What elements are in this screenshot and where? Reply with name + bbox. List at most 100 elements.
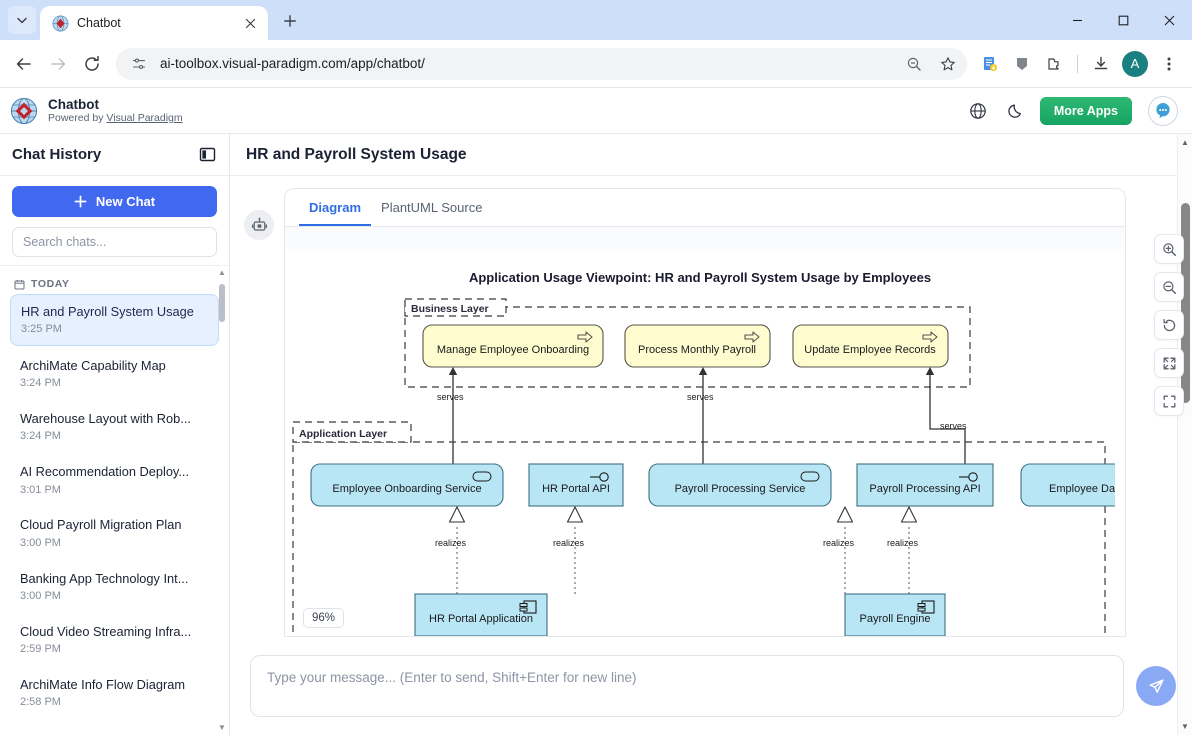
realizes-relationship: realizes xyxy=(887,506,919,594)
calendar-icon xyxy=(14,279,25,289)
chat-history-sidebar: Chat History New Chat Search chats... xyxy=(0,134,230,735)
theme-toggle-button[interactable] xyxy=(1002,97,1030,125)
downloads-icon[interactable] xyxy=(1086,49,1116,79)
zoom-in-icon xyxy=(1162,242,1176,256)
chat-item-time: 3:01 PM xyxy=(20,483,61,496)
chat-list-item[interactable]: ArchiMate Capability Map 3:24 PM xyxy=(10,349,219,399)
reset-view-button[interactable] xyxy=(1154,310,1184,340)
application-component-node[interactable]: HR Portal Application xyxy=(414,593,548,636)
chat-list-item[interactable]: HR and Payroll System Usage 3:25 PM xyxy=(10,294,219,347)
moon-dark-mode-icon xyxy=(1008,104,1021,118)
chat-bubble-avatar-icon[interactable] xyxy=(1148,95,1178,126)
business-layer-boundary xyxy=(404,306,971,388)
back-button[interactable] xyxy=(8,48,40,80)
scroll-down-arrow-icon[interactable]: ▼ xyxy=(218,723,226,732)
page-scrollbar[interactable]: ▲ ▼ xyxy=(1177,134,1192,735)
diagram-canvas[interactable]: Application Usage Viewpoint: HR and Payr… xyxy=(285,249,1125,636)
chat-list-item[interactable]: Cloud Payroll Migration Plan 3:00 PM xyxy=(10,508,219,558)
application-interface-node[interactable]: Payroll Processing API xyxy=(856,463,994,507)
reload-button[interactable] xyxy=(76,48,108,80)
business-process-node[interactable]: Update Employee Records xyxy=(792,324,949,368)
sidebar-scrollbar[interactable]: ▲ ▼ xyxy=(217,266,227,735)
language-button[interactable] xyxy=(964,97,992,125)
node-label: Employee Onboarding Service xyxy=(332,483,481,495)
diagram-viewport[interactable]: Application Usage Viewpoint: HR and Payr… xyxy=(285,227,1125,636)
fit-to-frame-button[interactable] xyxy=(1154,386,1184,416)
browser-tab-chatbot[interactable]: Chatbot xyxy=(40,6,268,40)
more-apps-button[interactable]: More Apps xyxy=(1039,96,1132,125)
application-interface-node[interactable]: HR Portal API xyxy=(528,463,624,507)
chat-list-item[interactable]: Banking App Technology Int... 3:00 PM xyxy=(10,562,219,612)
fit-frame-icon xyxy=(1163,395,1175,407)
chat-list-item[interactable]: ArchiMate Info Flow Diagram 2:58 PM xyxy=(10,668,219,718)
realizes-relationship: realizes xyxy=(823,506,855,594)
serves-relationship: serves xyxy=(925,367,967,464)
send-button[interactable] xyxy=(1136,666,1176,706)
business-process-node[interactable]: Manage Employee Onboarding xyxy=(422,324,604,368)
panel-toggle-icon[interactable] xyxy=(197,145,217,165)
save-page-icon[interactable] xyxy=(975,49,1005,79)
window-maximize-button[interactable] xyxy=(1100,0,1146,40)
archimate-diagram[interactable]: Application Usage Viewpoint: HR and Payr… xyxy=(285,249,1125,636)
application-component-node[interactable]: Payroll Engine xyxy=(844,593,946,636)
close-icon[interactable] xyxy=(240,13,260,33)
profile-avatar[interactable]: A xyxy=(1122,50,1148,77)
new-chat-button[interactable]: New Chat xyxy=(12,186,217,217)
realizes-relationship: realizes xyxy=(553,506,585,594)
business-process-node[interactable]: Process Monthly Payroll xyxy=(624,324,771,368)
message-input[interactable]: Type your message... (Enter to send, Shi… xyxy=(250,655,1124,717)
chat-item-title: Cloud Payroll Migration Plan xyxy=(20,517,182,533)
tab-search-button[interactable] xyxy=(8,6,36,34)
sidebar-header: Chat History xyxy=(0,134,229,176)
page-scroll-down-arrow-icon[interactable]: ▼ xyxy=(1181,722,1189,731)
chat-item-time: 3:00 PM xyxy=(20,536,61,549)
node-label: Employee Data Manag xyxy=(1049,483,1115,495)
tune-site-settings-icon[interactable] xyxy=(126,51,152,77)
forward-button[interactable] xyxy=(42,48,74,80)
plus-icon xyxy=(74,195,87,208)
page-scroll-up-arrow-icon[interactable]: ▲ xyxy=(1181,138,1189,147)
globe-icon xyxy=(970,102,986,119)
url-text: ai-toolbox.visual-paradigm.com/app/chatb… xyxy=(160,56,425,71)
three-dot-menu-icon[interactable] xyxy=(1154,49,1184,79)
zoom-out-button[interactable] xyxy=(1154,272,1184,302)
expand-button[interactable] xyxy=(1154,348,1184,378)
application-service-node[interactable]: Payroll Processing Service xyxy=(648,463,832,507)
new-chat-label: New Chat xyxy=(95,194,156,209)
node-label: HR Portal Application xyxy=(429,613,533,625)
chat-list-item[interactable]: AI Recommendation Deploy... 3:01 PM xyxy=(10,455,219,505)
visual-paradigm-link[interactable]: Visual Paradigm xyxy=(106,112,183,125)
page-scrollbar-track[interactable] xyxy=(1178,151,1192,718)
scroll-up-arrow-icon[interactable]: ▲ xyxy=(218,268,226,277)
node-label: Update Employee Records xyxy=(804,344,936,356)
business-layer-tab xyxy=(404,298,507,317)
zoom-out-page-icon[interactable] xyxy=(901,51,927,77)
zoom-level-badge: 96% xyxy=(303,608,345,628)
app-subtitle: Powered by Visual Paradigm xyxy=(48,112,183,124)
address-bar[interactable]: ai-toolbox.visual-paradigm.com/app/chatb… xyxy=(116,47,967,80)
page-scrollbar-thumb[interactable] xyxy=(1181,203,1190,403)
chat-list-item[interactable]: Warehouse Layout with Rob... 3:24 PM xyxy=(10,402,219,452)
window-close-button[interactable] xyxy=(1146,0,1192,40)
bookmark-manager-icon[interactable] xyxy=(1007,49,1037,79)
zoom-in-button[interactable] xyxy=(1154,234,1184,264)
chat-item-title: Banking App Technology Int... xyxy=(20,570,189,586)
application-service-icon xyxy=(800,471,820,482)
application-service-node[interactable]: Employee Onboarding Service xyxy=(310,463,504,507)
extensions-puzzle-icon[interactable] xyxy=(1039,49,1069,79)
star-icon[interactable] xyxy=(935,51,961,77)
chat-item-time: 3:00 PM xyxy=(20,589,61,602)
new-tab-button[interactable] xyxy=(276,7,304,35)
search-chats-input[interactable]: Search chats... xyxy=(12,227,217,257)
chat-item-time: 2:58 PM xyxy=(20,696,61,709)
scrollbar-thumb[interactable] xyxy=(219,284,225,322)
tab-plantuml-source[interactable]: PlantUML Source xyxy=(381,200,483,215)
chat-list-item[interactable]: Cloud Video Streaming Infra... 2:59 PM xyxy=(10,615,219,665)
send-paper-plane-icon xyxy=(1149,679,1163,693)
chat-list[interactable]: TODAY HR and Payroll System Usage 3:25 P… xyxy=(0,266,229,735)
window-minimize-button[interactable] xyxy=(1054,0,1100,40)
tab-diagram[interactable]: Diagram xyxy=(299,189,372,226)
reload-icon xyxy=(85,55,99,71)
application-service-node[interactable]: Employee Data Manag xyxy=(1020,463,1125,507)
